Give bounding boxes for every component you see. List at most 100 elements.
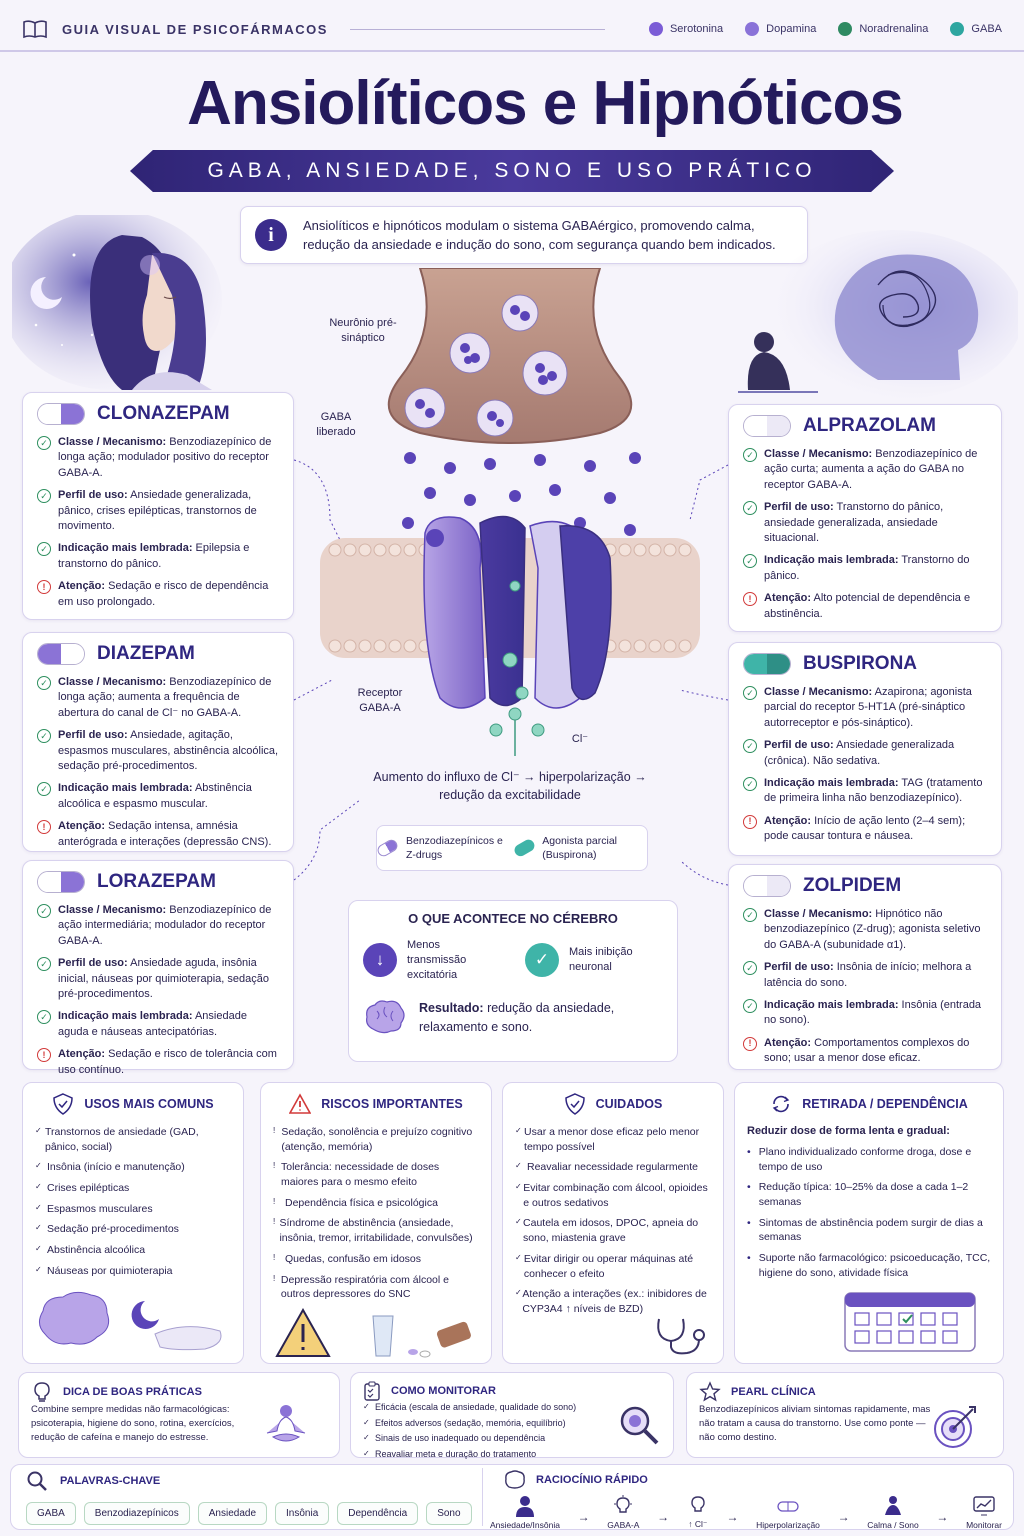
list-item: Sintomas de abstinência podem surgir de … (747, 1216, 991, 1245)
calendar-icon (844, 1292, 976, 1352)
brain-effects-box: O QUE ACONTECE NO CÉREBRO ↓Menos transmi… (348, 900, 678, 1062)
retirada-lead: Reduzir dose de forma lenta e gradual: (747, 1125, 950, 1137)
pill-icon (375, 837, 400, 859)
drug-card-clonazepam: CLONAZEPAM ✓Classe / Mecanismo: Benzodia… (22, 392, 294, 620)
keyword-tag[interactable]: Sono (426, 1502, 472, 1525)
check-icon: ✓ (35, 1161, 42, 1171)
warning-icon: ! (37, 820, 51, 835)
clipboard-icon (364, 1381, 380, 1401)
book-icon (23, 20, 47, 39)
check-icon: ✓ (525, 943, 559, 978)
pill-icon (37, 871, 85, 893)
flux-text: Aumento do influxo de Cl⁻ → hiperpolariz… (373, 770, 647, 803)
drug-name: DIAZEPAM (97, 643, 195, 664)
riscos-title: RISCOS IMPORTANTES (321, 1097, 463, 1111)
lightbulb-icon (34, 1382, 50, 1402)
stethoscope-icon (657, 1318, 705, 1355)
flow-arrow: → (577, 1510, 590, 1524)
pearl-card: PEARL CLÍNICA Benzodiazepínicos aliviam … (686, 1372, 1004, 1458)
dica-text: Combine sempre medidas não farmacológica… (31, 1404, 235, 1443)
check-icon: ✓ (363, 1433, 370, 1443)
chloride-label: Cl⁻ (571, 733, 589, 745)
check-icon: ✓ (515, 1288, 522, 1298)
check-icon: ✓ (35, 1202, 42, 1212)
warning-icon: ! (273, 1273, 276, 1283)
check-icon: ✓ (515, 1161, 522, 1171)
warning-icon: ! (37, 580, 51, 595)
check-icon: ✓ (37, 542, 51, 557)
gaba-released-label: GABA liberado (316, 411, 356, 439)
warning-glass-pills-illustration (275, 1307, 471, 1358)
cuidados-card: CUIDADOS ✓Usar a menor dose eficaz pelo … (502, 1082, 724, 1364)
riscos-card: RISCOS IMPORTANTES !Sedação, sonolência … (260, 1082, 492, 1364)
check-icon: ✓ (743, 686, 757, 700)
check-icon: ✓ (37, 782, 51, 797)
page-title: Ansiolíticos e Hipnóticos (187, 69, 904, 138)
check-icon: ✓ (743, 554, 757, 569)
receptor-label: Receptor GABA-A (357, 687, 403, 715)
footer-divider (482, 1468, 483, 1526)
keyword-tag[interactable]: GABA (26, 1502, 76, 1525)
check-icon: ✓ (515, 1126, 522, 1135)
flow-step: GABA-A (607, 1495, 639, 1530)
warning-triangle-icon (289, 1093, 312, 1114)
brand-title: GUIA VISUAL DE PSICOFÁRMACOS (62, 21, 328, 37)
keyword-tag[interactable]: Ansiedade (197, 1502, 268, 1525)
check-icon: ✓ (35, 1244, 42, 1254)
warning-icon: ! (37, 1048, 51, 1063)
intro-text: Ansiolíticos e hipnóticos modulam o sist… (303, 217, 776, 253)
keyword-tag[interactable]: Insônia (275, 1502, 330, 1525)
keyword-tag[interactable]: Dependência (337, 1502, 419, 1525)
check-icon: ✓ (35, 1182, 42, 1192)
warning-icon: ! (743, 592, 757, 607)
drug-card-alprazolam: ALPRAZOLAM ✓Classe / Mecanismo: Benzodia… (728, 404, 1002, 632)
keyword-tag[interactable]: Benzodiazepínicos (83, 1502, 190, 1525)
lightbulb-icon (614, 1495, 633, 1513)
check-icon: ✓ (37, 489, 51, 504)
check-icon: ✓ (743, 908, 757, 922)
keywords-section: PALAVRAS-CHAVE GABA Benzodiazepínicos An… (26, 1470, 472, 1526)
check-icon: ✓ (363, 1448, 370, 1458)
warning-icon: ! (273, 1126, 276, 1135)
drug-card-buspirona: BUSPIRONA ✓Classe / Mecanismo: Azapirona… (728, 642, 1002, 856)
brain-moon-pillow-illustration (39, 1291, 222, 1350)
more-inhibition: ✓Mais inibição neuronal (525, 938, 663, 983)
pill-legend: Benzodiazepínicos e Z-drugs Agonista par… (375, 825, 648, 871)
pill-icon (743, 653, 791, 675)
subtitle: GABA, ANSIEDADE, SONO E USO PRÁTICO (207, 159, 817, 182)
drug-card-diazepam: DIAZEPAM ✓Classe / Mecanismo: Benzodiaze… (22, 632, 294, 852)
pearl-title: PEARL CLÍNICA (731, 1386, 816, 1398)
check-icon: ✓ (37, 729, 51, 744)
shield-icon (564, 1093, 585, 1115)
legend-agonist: Agonista parcial (Buspirona) (512, 834, 647, 862)
flow-arrow: → (936, 1510, 949, 1524)
check-icon: ✓ (743, 961, 757, 976)
retirada-title: RETIRADA / DEPENDÊNCIA (802, 1097, 968, 1111)
reasoning-flow: Ansiedade/Insônia → GABA-A → ↑ Cl⁻ → Hip… (490, 1494, 1002, 1530)
raciocinio-title: RACIOCÍNIO RÁPIDO (536, 1474, 648, 1486)
brain-box-title: O QUE ACONTECE NO CÉREBRO (408, 911, 618, 926)
drug-name: ZOLPIDEM (803, 875, 902, 896)
legend-benzo: Benzodiazepínicos e Z-drugs (375, 834, 514, 862)
brain-icon (366, 999, 405, 1033)
check-icon: ✓ (37, 957, 51, 972)
flow-arrow: → (837, 1510, 850, 1524)
person-icon (515, 1496, 534, 1517)
header-divider (0, 50, 1024, 52)
check-icon: ✓ (37, 676, 51, 690)
warning-icon: ! (273, 1196, 276, 1206)
check-icon: ✓ (35, 1126, 42, 1135)
monitorar-card: COMO MONITORAR ✓Eficácia (escala de ansi… (350, 1372, 674, 1459)
usos-card: USOS MAIS COMUNS ✓Transtornos de ansieda… (22, 1082, 244, 1364)
flow-arrow: → (657, 1510, 670, 1524)
warning-icon: ! (743, 814, 757, 829)
drug-card-lorazepam: LORAZEPAM ✓Classe / Mecanismo: Benzodiaz… (22, 860, 294, 1076)
anxious-person-illustration (738, 230, 1018, 400)
check-icon: ✓ (35, 1223, 42, 1233)
sleeping-woman-illustration (12, 215, 222, 390)
warning-icon: ! (743, 1036, 757, 1051)
list-item: Redução típica: 10–25% da dose a cada 1–… (747, 1180, 991, 1209)
monitorar-title: COMO MONITORAR (391, 1385, 496, 1397)
flow-step: Monitorar (966, 1495, 1002, 1530)
warning-icon: ! (273, 1217, 276, 1227)
